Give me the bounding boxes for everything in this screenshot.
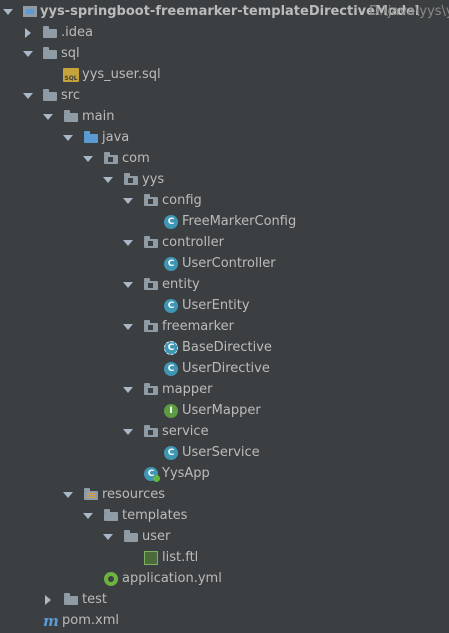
expand-arrow-icon[interactable] xyxy=(122,379,134,400)
package-icon xyxy=(143,382,159,398)
class-icon: C xyxy=(163,214,179,230)
project-name: yys-springboot-freemarker-templateDirect… xyxy=(40,4,420,19)
resources-folder-icon xyxy=(83,487,99,503)
ftl-file-icon xyxy=(143,550,159,566)
folder-icon xyxy=(63,592,79,608)
folder-icon xyxy=(42,25,58,41)
package-label: com xyxy=(122,151,150,166)
interface-label: UserMapper xyxy=(182,403,261,418)
module-folder-icon xyxy=(22,4,38,20)
file-label: pom.xml xyxy=(62,613,119,628)
package-icon xyxy=(143,424,159,440)
folder-icon xyxy=(123,529,139,545)
class-icon: C xyxy=(163,256,179,272)
folder-icon xyxy=(42,88,58,104)
expand-arrow-icon[interactable] xyxy=(122,274,134,295)
expand-arrow-icon[interactable] xyxy=(42,106,54,127)
folder-label: templates xyxy=(122,508,188,523)
project-path: D:\java\yys\yys xyxy=(369,4,449,19)
maven-icon: m xyxy=(43,612,59,630)
package-label: entity xyxy=(162,277,200,292)
package-label: config xyxy=(162,193,202,208)
folder-label: java xyxy=(102,130,130,145)
expand-arrow-icon[interactable] xyxy=(22,43,34,64)
expand-arrow-icon[interactable] xyxy=(122,421,134,442)
expand-arrow-icon[interactable] xyxy=(62,484,74,505)
package-icon xyxy=(143,235,159,251)
expand-arrow-icon[interactable] xyxy=(122,232,134,253)
expand-arrow-icon[interactable] xyxy=(82,505,94,526)
folder-label: sql xyxy=(61,46,80,61)
package-icon xyxy=(103,151,119,167)
file-label: list.ftl xyxy=(162,550,199,565)
folder-label: src xyxy=(61,88,80,103)
package-icon xyxy=(143,193,159,209)
collapse-arrow-icon[interactable] xyxy=(22,22,34,43)
sql-file-icon: SQL xyxy=(63,67,79,83)
folder-icon xyxy=(103,508,119,524)
expand-arrow-icon[interactable] xyxy=(22,85,34,106)
folder-label: test xyxy=(82,592,107,607)
package-icon xyxy=(143,319,159,335)
class-label: YysApp xyxy=(162,466,210,481)
class-label: BaseDirective xyxy=(182,340,272,355)
class-label: UserController xyxy=(182,256,276,271)
package-label: freemarker xyxy=(162,319,235,334)
interface-icon: I xyxy=(163,403,179,419)
expand-arrow-icon[interactable] xyxy=(62,127,74,148)
class-label: UserService xyxy=(182,445,260,460)
class-label: FreeMarkerConfig xyxy=(182,214,297,229)
expand-arrow-icon[interactable] xyxy=(102,169,114,190)
package-icon xyxy=(123,172,139,188)
class-icon: C xyxy=(163,361,179,377)
package-label: service xyxy=(162,424,209,439)
class-icon: C xyxy=(163,445,179,461)
class-label: UserEntity xyxy=(182,298,250,313)
file-label: yys_user.sql xyxy=(82,67,161,82)
folder-label: main xyxy=(82,109,115,124)
class-icon: C xyxy=(163,298,179,314)
spring-config-icon xyxy=(103,571,119,587)
source-folder-icon xyxy=(83,130,99,146)
file-label: application.yml xyxy=(122,571,222,586)
package-label: mapper xyxy=(162,382,213,397)
expand-arrow-icon[interactable] xyxy=(2,1,14,22)
expand-arrow-icon[interactable] xyxy=(102,526,114,547)
package-icon xyxy=(143,277,159,293)
expand-arrow-icon[interactable] xyxy=(122,190,134,211)
expand-arrow-icon[interactable] xyxy=(122,316,134,337)
package-label: yys xyxy=(142,172,165,187)
spring-boot-app-icon: C xyxy=(143,466,160,482)
folder-icon xyxy=(42,46,58,62)
abstract-class-icon: C xyxy=(163,340,179,356)
class-label: UserDirective xyxy=(182,361,270,376)
collapse-arrow-icon[interactable] xyxy=(42,589,54,610)
folder-label: .idea xyxy=(61,25,93,40)
folder-icon xyxy=(63,109,79,125)
folder-label: user xyxy=(142,529,171,544)
folder-label: resources xyxy=(102,487,166,502)
expand-arrow-icon[interactable] xyxy=(82,148,94,169)
package-label: controller xyxy=(162,235,225,250)
